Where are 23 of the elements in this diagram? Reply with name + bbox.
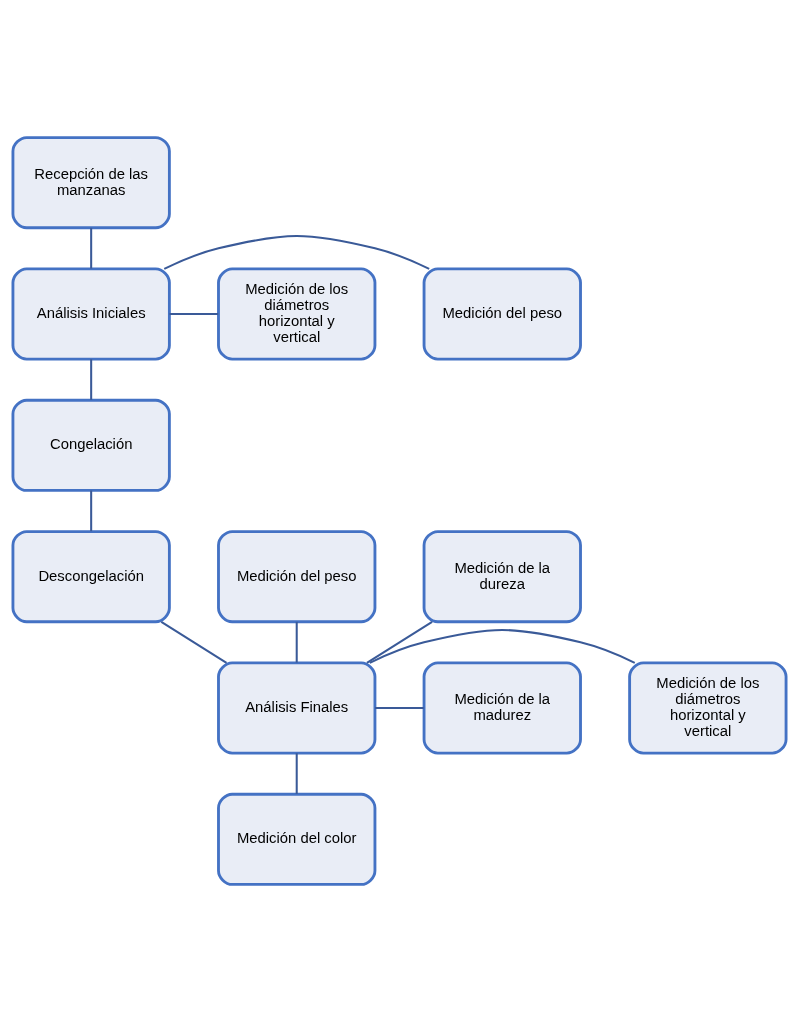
connector (90, 358, 93, 400)
connector (169, 312, 219, 315)
node-box: Medición de los diámetros horizontal y vertical (628, 660, 788, 755)
connector (375, 706, 424, 709)
node-box: Descongelación (11, 529, 171, 623)
node-box: Recepción de las manzanas (11, 135, 171, 229)
node-box: Análisis Iniciales (11, 266, 171, 361)
connector (90, 227, 93, 269)
connector (163, 234, 430, 270)
node-box: Medición del peso (422, 266, 582, 361)
connector (160, 620, 228, 664)
node-box: Análisis Finales (217, 660, 377, 755)
connector (295, 621, 298, 663)
connector (295, 752, 298, 794)
node-box: Congelación (11, 398, 171, 492)
node-box: Medición de la dureza (422, 529, 582, 623)
node-box: Medición de la madurez (422, 660, 582, 755)
node-box: Medición del color (217, 792, 377, 886)
connector (366, 620, 433, 664)
connector (369, 628, 636, 664)
node-box: Medición de los diámetros horizontal y vertical (217, 266, 377, 361)
node-box: Medición del peso (217, 529, 377, 623)
connector (90, 490, 93, 531)
